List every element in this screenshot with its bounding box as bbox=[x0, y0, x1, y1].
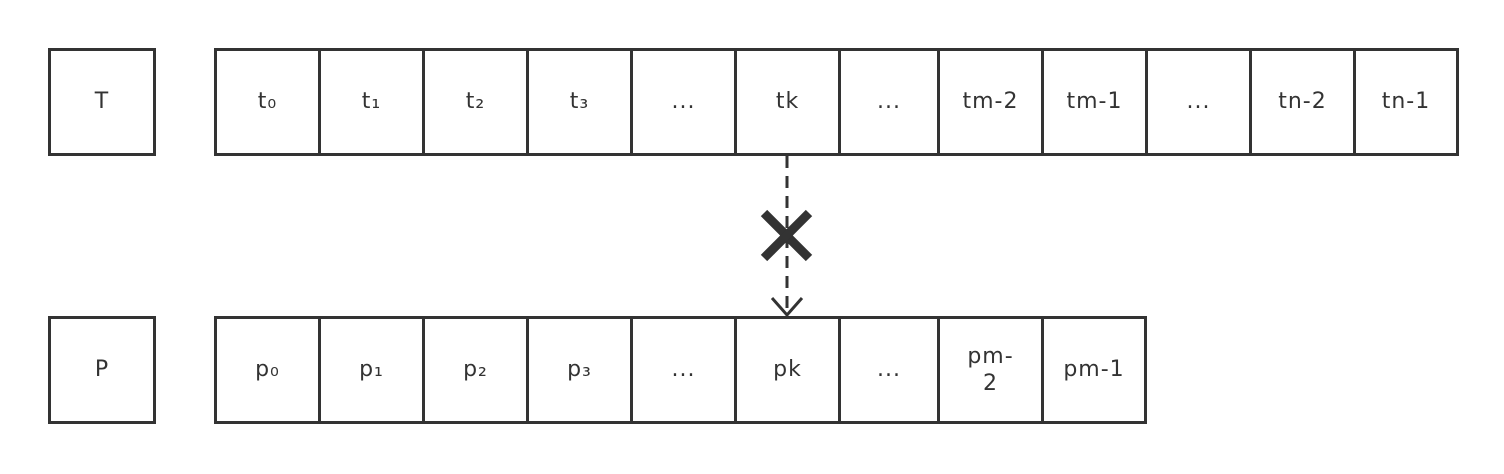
text-cell-label: tk bbox=[775, 89, 800, 115]
x-mark-icon bbox=[760, 209, 813, 262]
pattern-cell-7: pm-2 bbox=[937, 316, 1044, 424]
text-cell-5: tk bbox=[734, 48, 841, 156]
text-cell-2: t₂ bbox=[422, 48, 529, 156]
pattern-cell-6: ... bbox=[838, 316, 940, 424]
pattern-cell-5: pk bbox=[734, 316, 841, 424]
text-cell-label: tn-1 bbox=[1381, 89, 1431, 115]
pattern-cell-label: pm-1 bbox=[1063, 357, 1125, 383]
text-label: T bbox=[94, 89, 110, 115]
pattern-cell-label: p₁ bbox=[359, 357, 384, 383]
text-cell-label: ... bbox=[671, 89, 696, 115]
text-cell-label: t₃ bbox=[569, 89, 590, 115]
text-cell-label: tm-2 bbox=[962, 89, 1019, 115]
text-cell-label: tm-1 bbox=[1066, 89, 1123, 115]
text-cell-label: t₂ bbox=[465, 89, 486, 115]
pattern-label-box: P bbox=[48, 316, 156, 424]
text-cell-6: ... bbox=[838, 48, 940, 156]
text-cell-label: tn-2 bbox=[1278, 89, 1327, 115]
pattern-cell-label: p₂ bbox=[463, 357, 488, 383]
text-cell-label: ... bbox=[1186, 89, 1211, 115]
pattern-cell-2: p₂ bbox=[422, 316, 529, 424]
text-cell-0: t₀ bbox=[214, 48, 321, 156]
pattern-cell-8: pm-1 bbox=[1041, 316, 1147, 424]
pattern-cell-label: pk bbox=[773, 357, 802, 383]
text-cell-label: ... bbox=[877, 89, 901, 115]
text-cell-label: t₀ bbox=[257, 89, 278, 115]
arrow-head-icon bbox=[770, 297, 804, 318]
pattern-cell-label: pm-2 bbox=[967, 343, 1014, 397]
pattern-cell-label: ... bbox=[877, 357, 901, 383]
text-cell-label: t₁ bbox=[361, 89, 382, 115]
text-cell-11: tn-1 bbox=[1353, 48, 1459, 156]
pattern-cell-1: p₁ bbox=[318, 316, 425, 424]
pattern-cell-label: p₃ bbox=[567, 357, 592, 383]
pattern-label: P bbox=[94, 357, 110, 383]
text-cell-4: ... bbox=[630, 48, 737, 156]
pattern-cell-0: p₀ bbox=[214, 316, 321, 424]
pattern-cell-label: ... bbox=[671, 357, 696, 383]
pattern-cell-4: ... bbox=[630, 316, 737, 424]
text-label-box: T bbox=[48, 48, 156, 156]
pattern-cell-label: p₀ bbox=[255, 357, 280, 383]
